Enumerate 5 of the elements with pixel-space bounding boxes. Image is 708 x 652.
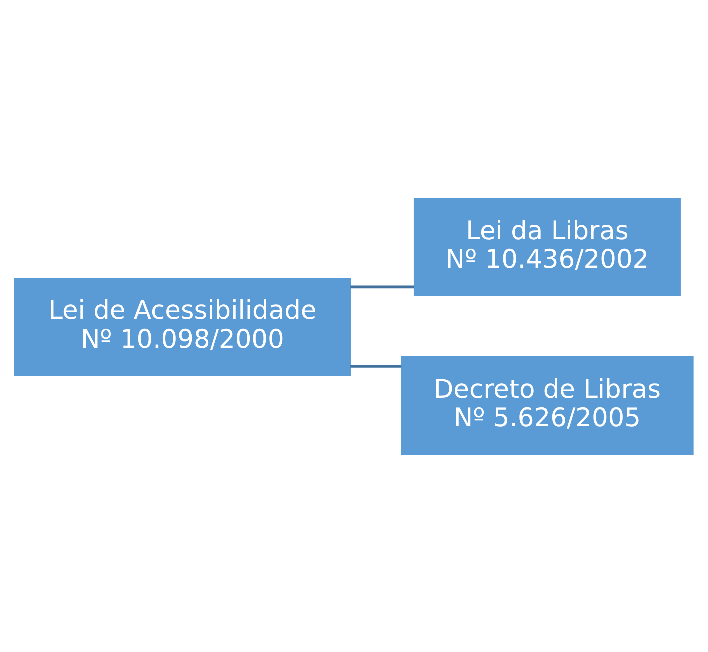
node-box: Lei de Acessibilidade Nº 10.098/2000 (14, 277, 352, 376)
node-box: Lei da Libras Nº 10.436/2002 (414, 198, 681, 296)
connector (350, 364, 402, 368)
node-box: Decreto de Libras Nº 5.626/2005 (401, 356, 694, 454)
connector (350, 285, 414, 288)
